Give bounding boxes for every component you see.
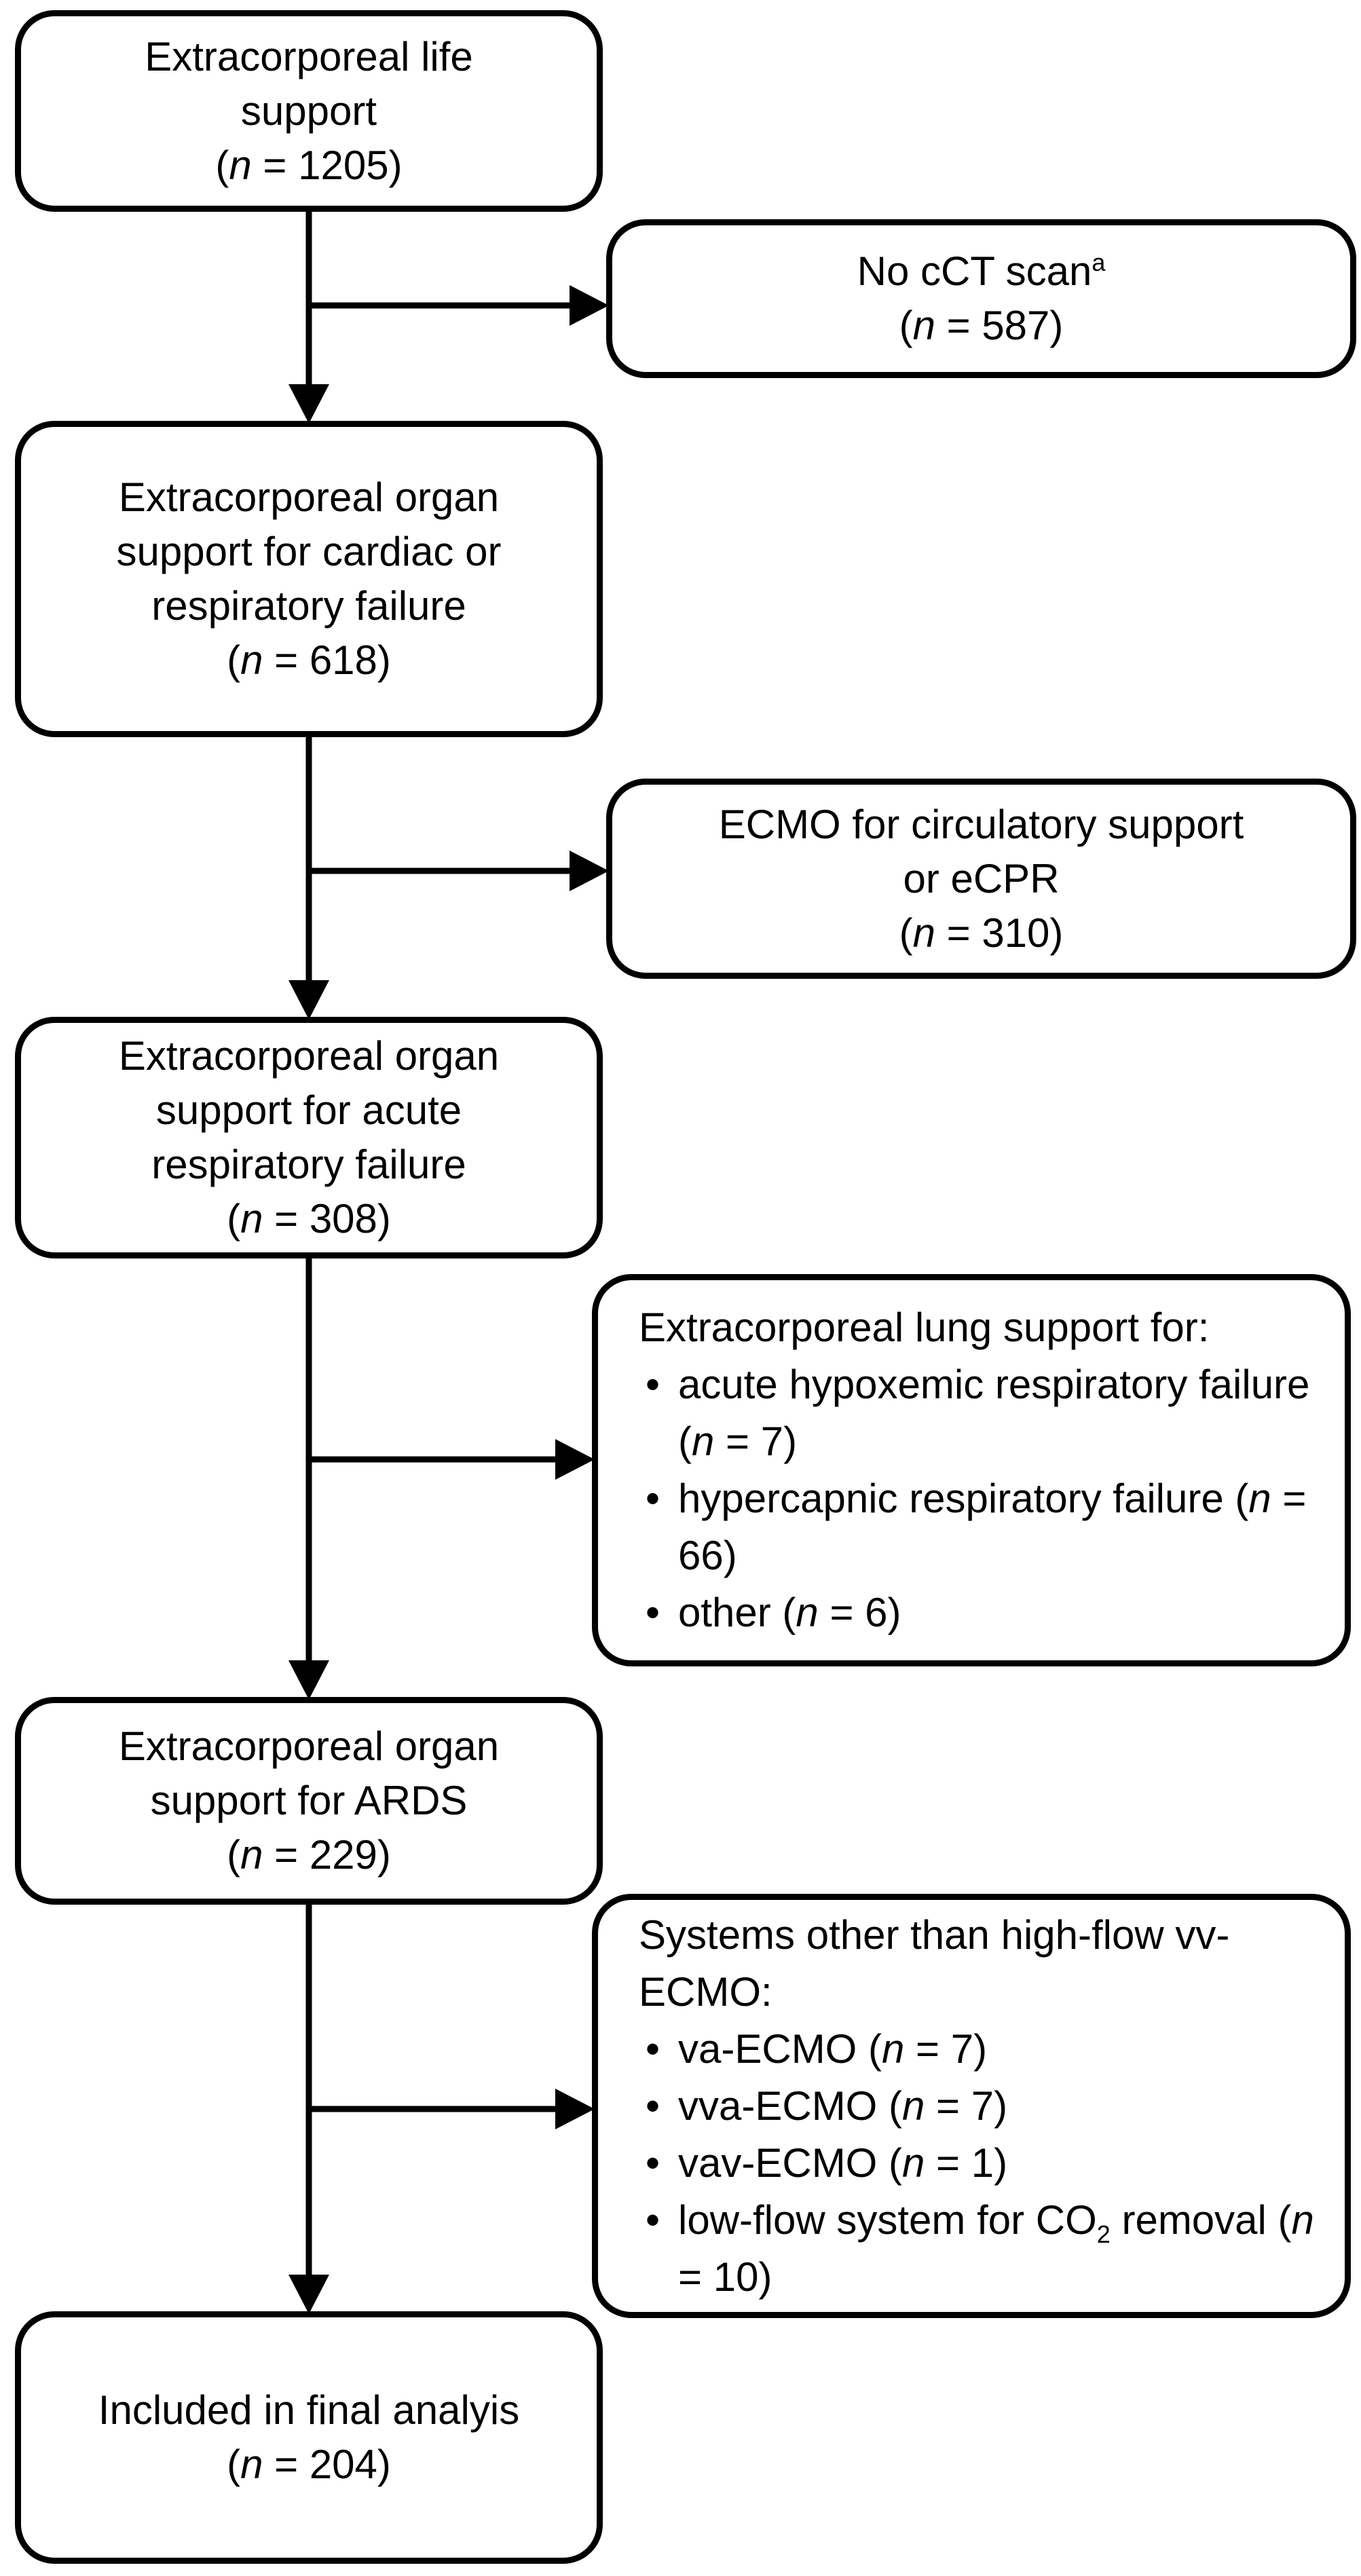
list-header: Systems other than high-flow vv-ECMO: (639, 1911, 1230, 2015)
text-line: (n = 1205) (215, 142, 403, 188)
bullet-item: • low-flow system for CO2 removal (n = 10… (639, 2192, 1320, 2306)
text-line: (n = 229) (227, 1832, 391, 1878)
node-organ-support-cardiac-or-respiratory: Extracorporeal organ support for cardiac … (15, 421, 603, 737)
text-line: support for ARDS (150, 1778, 468, 1823)
bullet-icon: • (646, 2197, 660, 2243)
text-line: respiratory failure (151, 1142, 466, 1187)
bullet-item: • other (n = 6) (639, 1584, 1320, 1641)
text-line: Extracorporeal organ (118, 474, 500, 520)
bullet-text: other (n = 6) (678, 1590, 901, 1635)
bullet-text: va-ECMO (n = 7) (678, 2026, 988, 2072)
node-extracorporeal-life-support: Extracorporeal life support (n = 1205) (15, 10, 603, 212)
bullet-item: • hypercapnic respiratory failure (n = 66… (639, 1470, 1320, 1584)
bullet-item: • vva-ECMO (n = 7) (639, 2078, 1320, 2135)
bullet-text: vva-ECMO (n = 7) (678, 2083, 1008, 2129)
bullet-text: hypercapnic respiratory failure (n = 66) (678, 1476, 1307, 1578)
bullet-icon: • (646, 2026, 660, 2072)
text-line: ECMO for circulatory support (718, 801, 1244, 847)
bullet-text: acute hypoxemic respiratory failure (n =… (678, 1362, 1310, 1464)
node-no-cct-scan: No cCT scana (n = 587) (606, 219, 1356, 378)
text-line: respiratory failure (151, 583, 466, 629)
node-non-high-flow-vv-ecmo-systems: Systems other than high-flow vv-ECMO: • va… (592, 1894, 1351, 2318)
text-line: (n = 310) (899, 910, 1064, 956)
bullet-text: low-flow system for CO2 removal (n = 10) (678, 2197, 1314, 2300)
bullet-icon: • (646, 2140, 660, 2186)
node-organ-support-acute-respiratory: Extracorporeal organ support for acute res… (15, 1017, 603, 1258)
text-line: (n = 618) (227, 637, 391, 683)
text-line: support for cardiac or (116, 529, 502, 574)
text-line: No cCT scana (857, 248, 1106, 294)
bullet-icon: • (646, 1590, 660, 1635)
text-line: (n = 308) (227, 1196, 391, 1242)
text-line: or eCPR (903, 855, 1060, 901)
node-organ-support-ards: Extracorporeal organ support for ARDS (n =… (15, 1697, 603, 1905)
node-ecmo-circulatory-or-ecpr: ECMO for circulatory support or eCPR (n = … (606, 779, 1356, 979)
bullet-item: • vav-ECMO (n = 1) (639, 2135, 1320, 2192)
text-line: support for acute (155, 1087, 462, 1133)
list-header: Extracorporeal lung support for: (639, 1305, 1210, 1350)
text-line: (n = 204) (227, 2442, 391, 2487)
bullet-icon: • (646, 1476, 660, 1521)
bullet-text: vav-ECMO (n = 1) (678, 2140, 1008, 2186)
bullet-item: • acute hypoxemic respiratory failure (n … (639, 1356, 1320, 1470)
bullet-item: • va-ECMO (n = 7) (639, 2021, 1320, 2078)
text-line: (n = 587) (899, 303, 1064, 348)
text-line: Included in final analyis (98, 2387, 520, 2433)
text-line: support (240, 88, 377, 134)
bullet-icon: • (646, 2083, 660, 2129)
text-line: Extracorporeal organ (118, 1033, 500, 1079)
text-line: Extracorporeal life (145, 33, 473, 79)
bullet-icon: • (646, 1362, 660, 1407)
node-included-final-analysis: Included in final analyis (n = 204) (15, 2311, 603, 2564)
node-lung-support-exclusions: Extracorporeal lung support for: • acute h… (592, 1274, 1351, 1666)
text-line: Extracorporeal organ (118, 1723, 500, 1769)
